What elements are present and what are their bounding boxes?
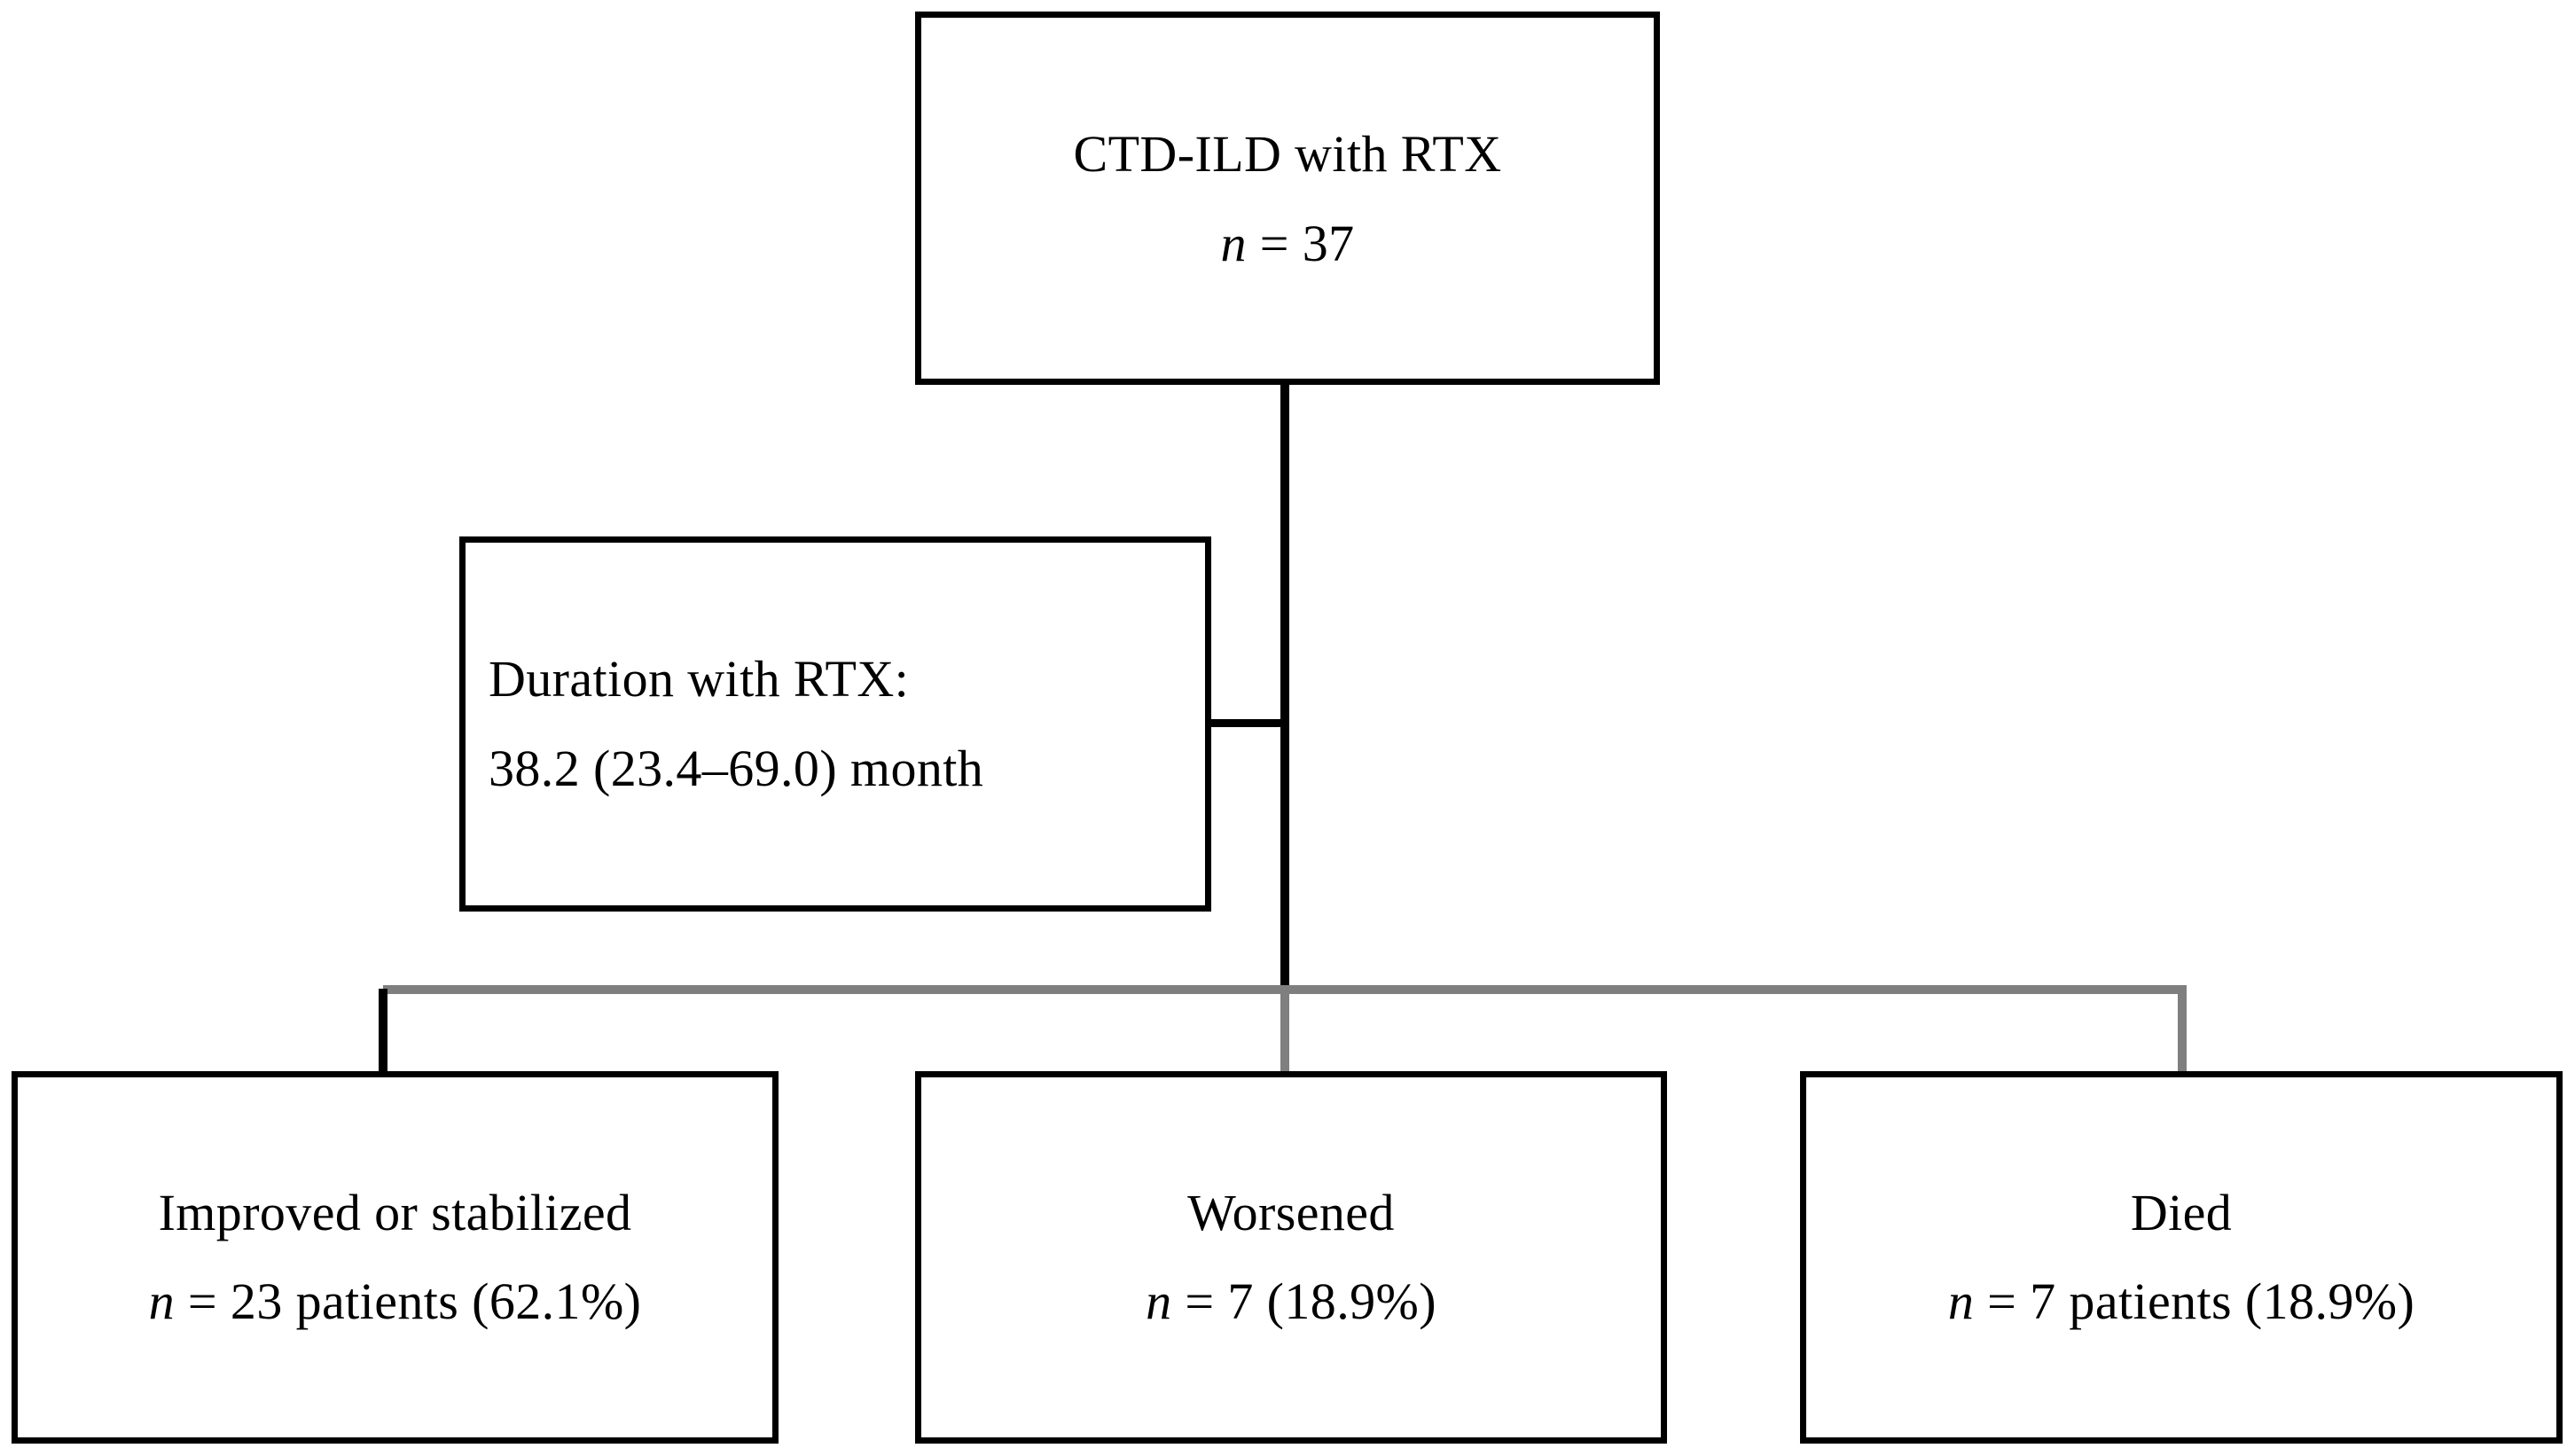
node-duration-annotation: Duration with RTX: 38.2 (23.4–69.0) mont… (459, 536, 1211, 912)
connector-duration-to-trunk (1206, 719, 1286, 727)
node-outcome-died: Died n = 7 patients (18.9%) (1800, 1071, 2563, 1444)
node-root-line-1: CTD-ILD with RTX (1073, 125, 1502, 184)
node-improved-line-2: n = 23 patients (62.1%) (149, 1265, 642, 1338)
node-worsened-n-symbol: n (1146, 1272, 1172, 1330)
node-died-line-1: Died (2130, 1183, 2233, 1241)
node-root-cohort: CTD-ILD with RTX n = 37 (915, 12, 1660, 385)
node-outcome-improved: Improved or stabilized n = 23 patients (… (12, 1071, 779, 1444)
node-duration-line-1: Duration with RTX: (489, 650, 910, 708)
node-improved-line-1: Improved or stabilized (158, 1183, 632, 1241)
node-died-line-2: n = 7 patients (18.9%) (1948, 1265, 2415, 1338)
node-duration-line-2: 38.2 (23.4–69.0) month (489, 739, 984, 797)
node-worsened-n-value: = 7 (18.9%) (1171, 1272, 1436, 1330)
node-outcome-worsened: Worsened n = 7 (18.9%) (915, 1071, 1667, 1444)
connector-crossbar-to-died (2178, 989, 2187, 1073)
node-died-n-value: = 7 patients (18.9%) (1974, 1272, 2415, 1330)
node-died-n-symbol: n (1947, 1272, 1975, 1330)
connector-crossbar-to-improved (379, 989, 387, 1073)
node-worsened-line-1: Worsened (1187, 1183, 1395, 1241)
node-root-line-2: n = 37 (1220, 207, 1354, 280)
node-improved-n-symbol: n (148, 1272, 176, 1330)
node-root-n-symbol: n (1220, 214, 1247, 272)
node-root-n-value: = 37 (1246, 214, 1355, 272)
connector-crossbar-to-worsened (1280, 989, 1289, 1073)
node-worsened-line-2: n = 7 (18.9%) (1146, 1265, 1436, 1338)
connector-root-to-crossbar (1280, 381, 1289, 992)
node-improved-n-value: = 23 patients (62.1%) (175, 1272, 642, 1330)
